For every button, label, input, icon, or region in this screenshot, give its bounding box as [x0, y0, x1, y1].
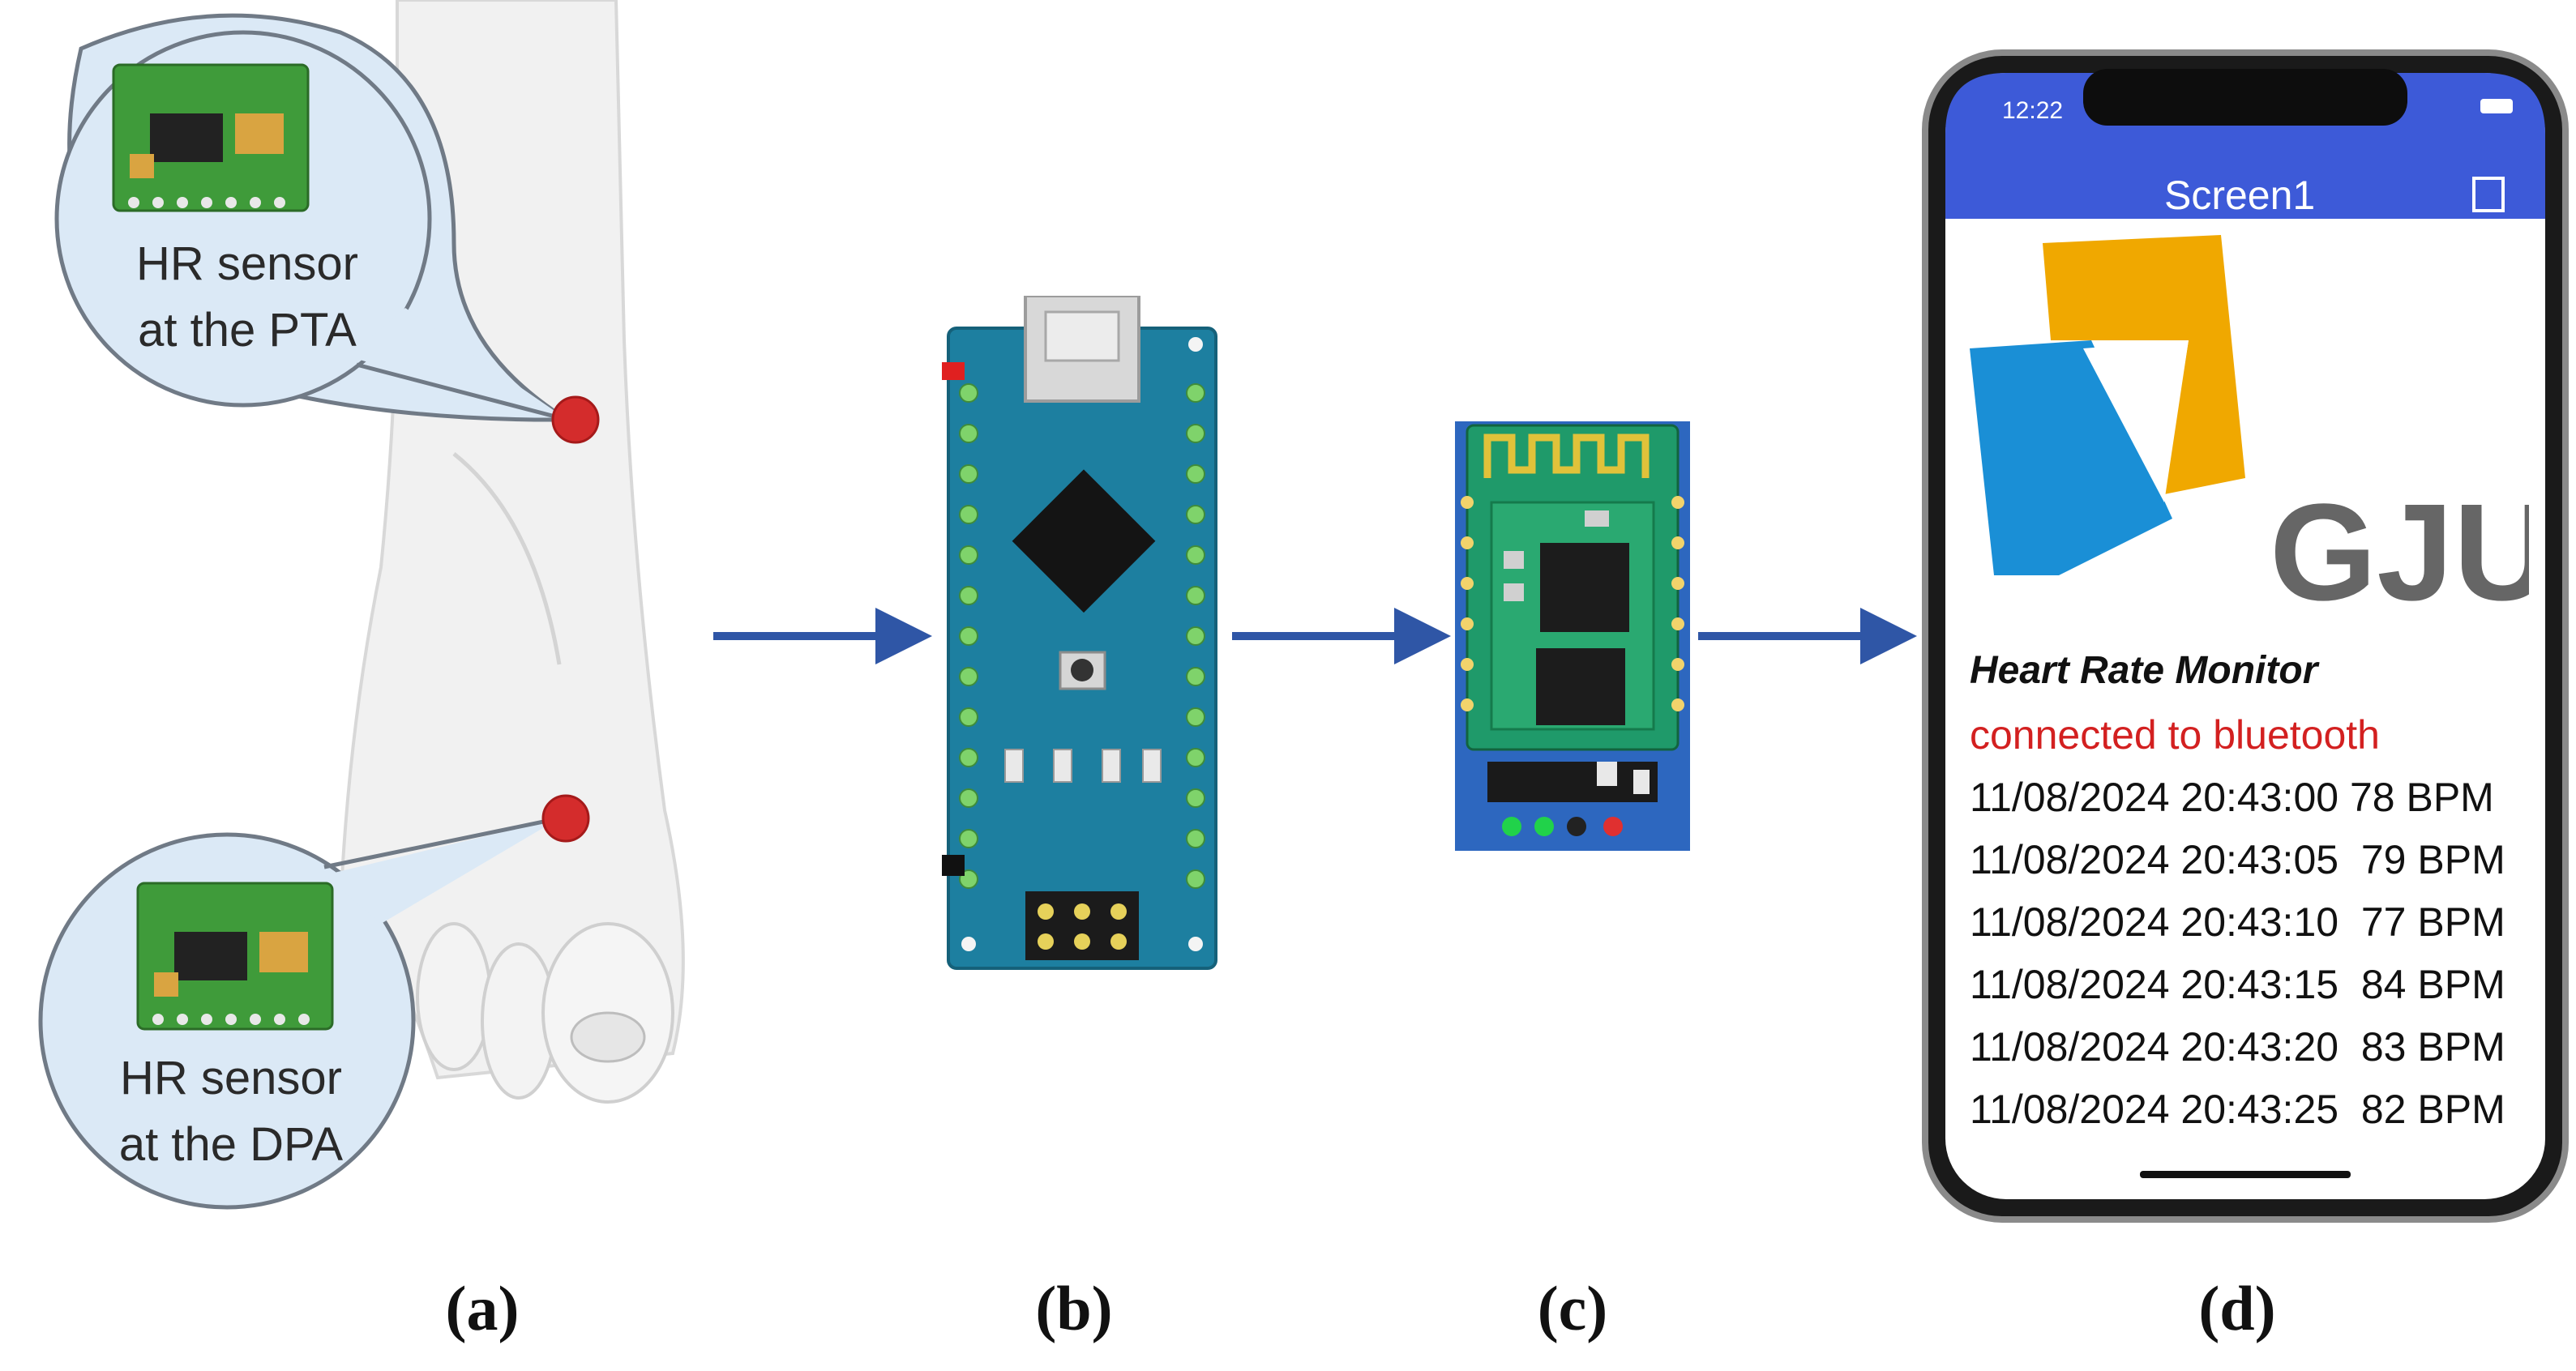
reading-bpm: 77 BPM — [2360, 899, 2505, 945]
reading-timestamp: 11/08/2024 20:43:05 — [1970, 837, 2339, 882]
bt-chip-2 — [1536, 648, 1625, 725]
sensor-dot-pta — [551, 395, 600, 444]
reading-bpm: 83 BPM — [2360, 1024, 2505, 1070]
icsp-header — [1025, 891, 1139, 960]
home-indicator — [2140, 1171, 2351, 1178]
sensor-label-dpa-line2: at the DPA — [118, 1118, 344, 1171]
gju-logo-text: GJU — [2270, 476, 2529, 616]
gju-logo: GJU — [1970, 235, 2529, 616]
screen-title: Screen1 — [2164, 173, 2316, 218]
sensor-label-pta: HR sensor at the PTA — [113, 231, 381, 364]
hr-sensor-chip-top — [112, 63, 310, 212]
antenna-trace — [1483, 434, 1650, 478]
logo-yellow-shape — [2043, 235, 2245, 494]
hr-sensor-chip-bottom — [136, 882, 334, 1031]
sensor-dot-dpa — [541, 794, 590, 843]
sensor-label-dpa-line1: HR sensor — [120, 1052, 342, 1104]
reading-row: 11/08/2024 20:43:25 82 BPM — [1970, 1086, 2505, 1133]
arrow-a-to-b — [713, 608, 932, 664]
reading-row: 11/08/2024 20:43:20 83 BPM — [1970, 1023, 2505, 1070]
sensor-label-pta-line1: HR sensor — [136, 237, 358, 290]
layout-toggle-icon[interactable] — [2472, 177, 2505, 212]
arrow-c-to-d — [1698, 608, 1917, 664]
reading-bpm: 78 BPM — [2349, 775, 2494, 820]
arrow-b-to-c — [1232, 608, 1451, 664]
reading-row: 11/08/2024 20:43:05 79 BPM — [1970, 836, 2505, 883]
status-time: 12:22 — [2002, 97, 2064, 124]
reading-bpm: 79 BPM — [2360, 837, 2505, 882]
reading-timestamp: 11/08/2024 20:43:20 — [1970, 1024, 2339, 1070]
battery-icon — [2480, 99, 2513, 113]
sensor-label-dpa: HR sensor at the DPA — [97, 1045, 365, 1178]
panel-label-d: (d) — [2198, 1273, 2276, 1343]
toenail — [570, 1011, 646, 1063]
reading-row: 11/08/2024 20:43:00 78 BPM — [1970, 774, 2494, 821]
bt-chip-1 — [1540, 543, 1629, 632]
reading-row: 11/08/2024 20:43:15 84 BPM — [1970, 961, 2505, 1008]
reading-timestamp: 11/08/2024 20:43:25 — [1970, 1087, 2339, 1132]
toe — [416, 922, 492, 1071]
reading-row: 11/08/2024 20:43:10 77 BPM — [1970, 899, 2505, 946]
panel-label-b: (b) — [1035, 1273, 1113, 1343]
reading-bpm: 84 BPM — [2360, 962, 2505, 1007]
app-title: Heart Rate Monitor — [1970, 649, 2318, 692]
phone-notch — [2083, 69, 2407, 126]
panel-label-a: (a) — [445, 1273, 520, 1343]
connection-status: connected to bluetooth — [1970, 712, 2380, 758]
reading-timestamp: 11/08/2024 20:43:10 — [1970, 899, 2339, 945]
reading-bpm: 82 BPM — [2360, 1087, 2505, 1132]
reading-timestamp: 11/08/2024 20:43:15 — [1970, 962, 2339, 1007]
panel-label-c: (c) — [1537, 1273, 1608, 1343]
logo-blue-shape — [1970, 340, 2172, 575]
bluetooth-module — [1455, 421, 1690, 851]
foot-illustration — [38, 0, 685, 1210]
arduino-nano-board — [942, 296, 1217, 970]
reading-timestamp: 11/08/2024 20:43:00 — [1970, 775, 2339, 820]
sensor-label-pta-line2: at the PTA — [138, 304, 357, 357]
